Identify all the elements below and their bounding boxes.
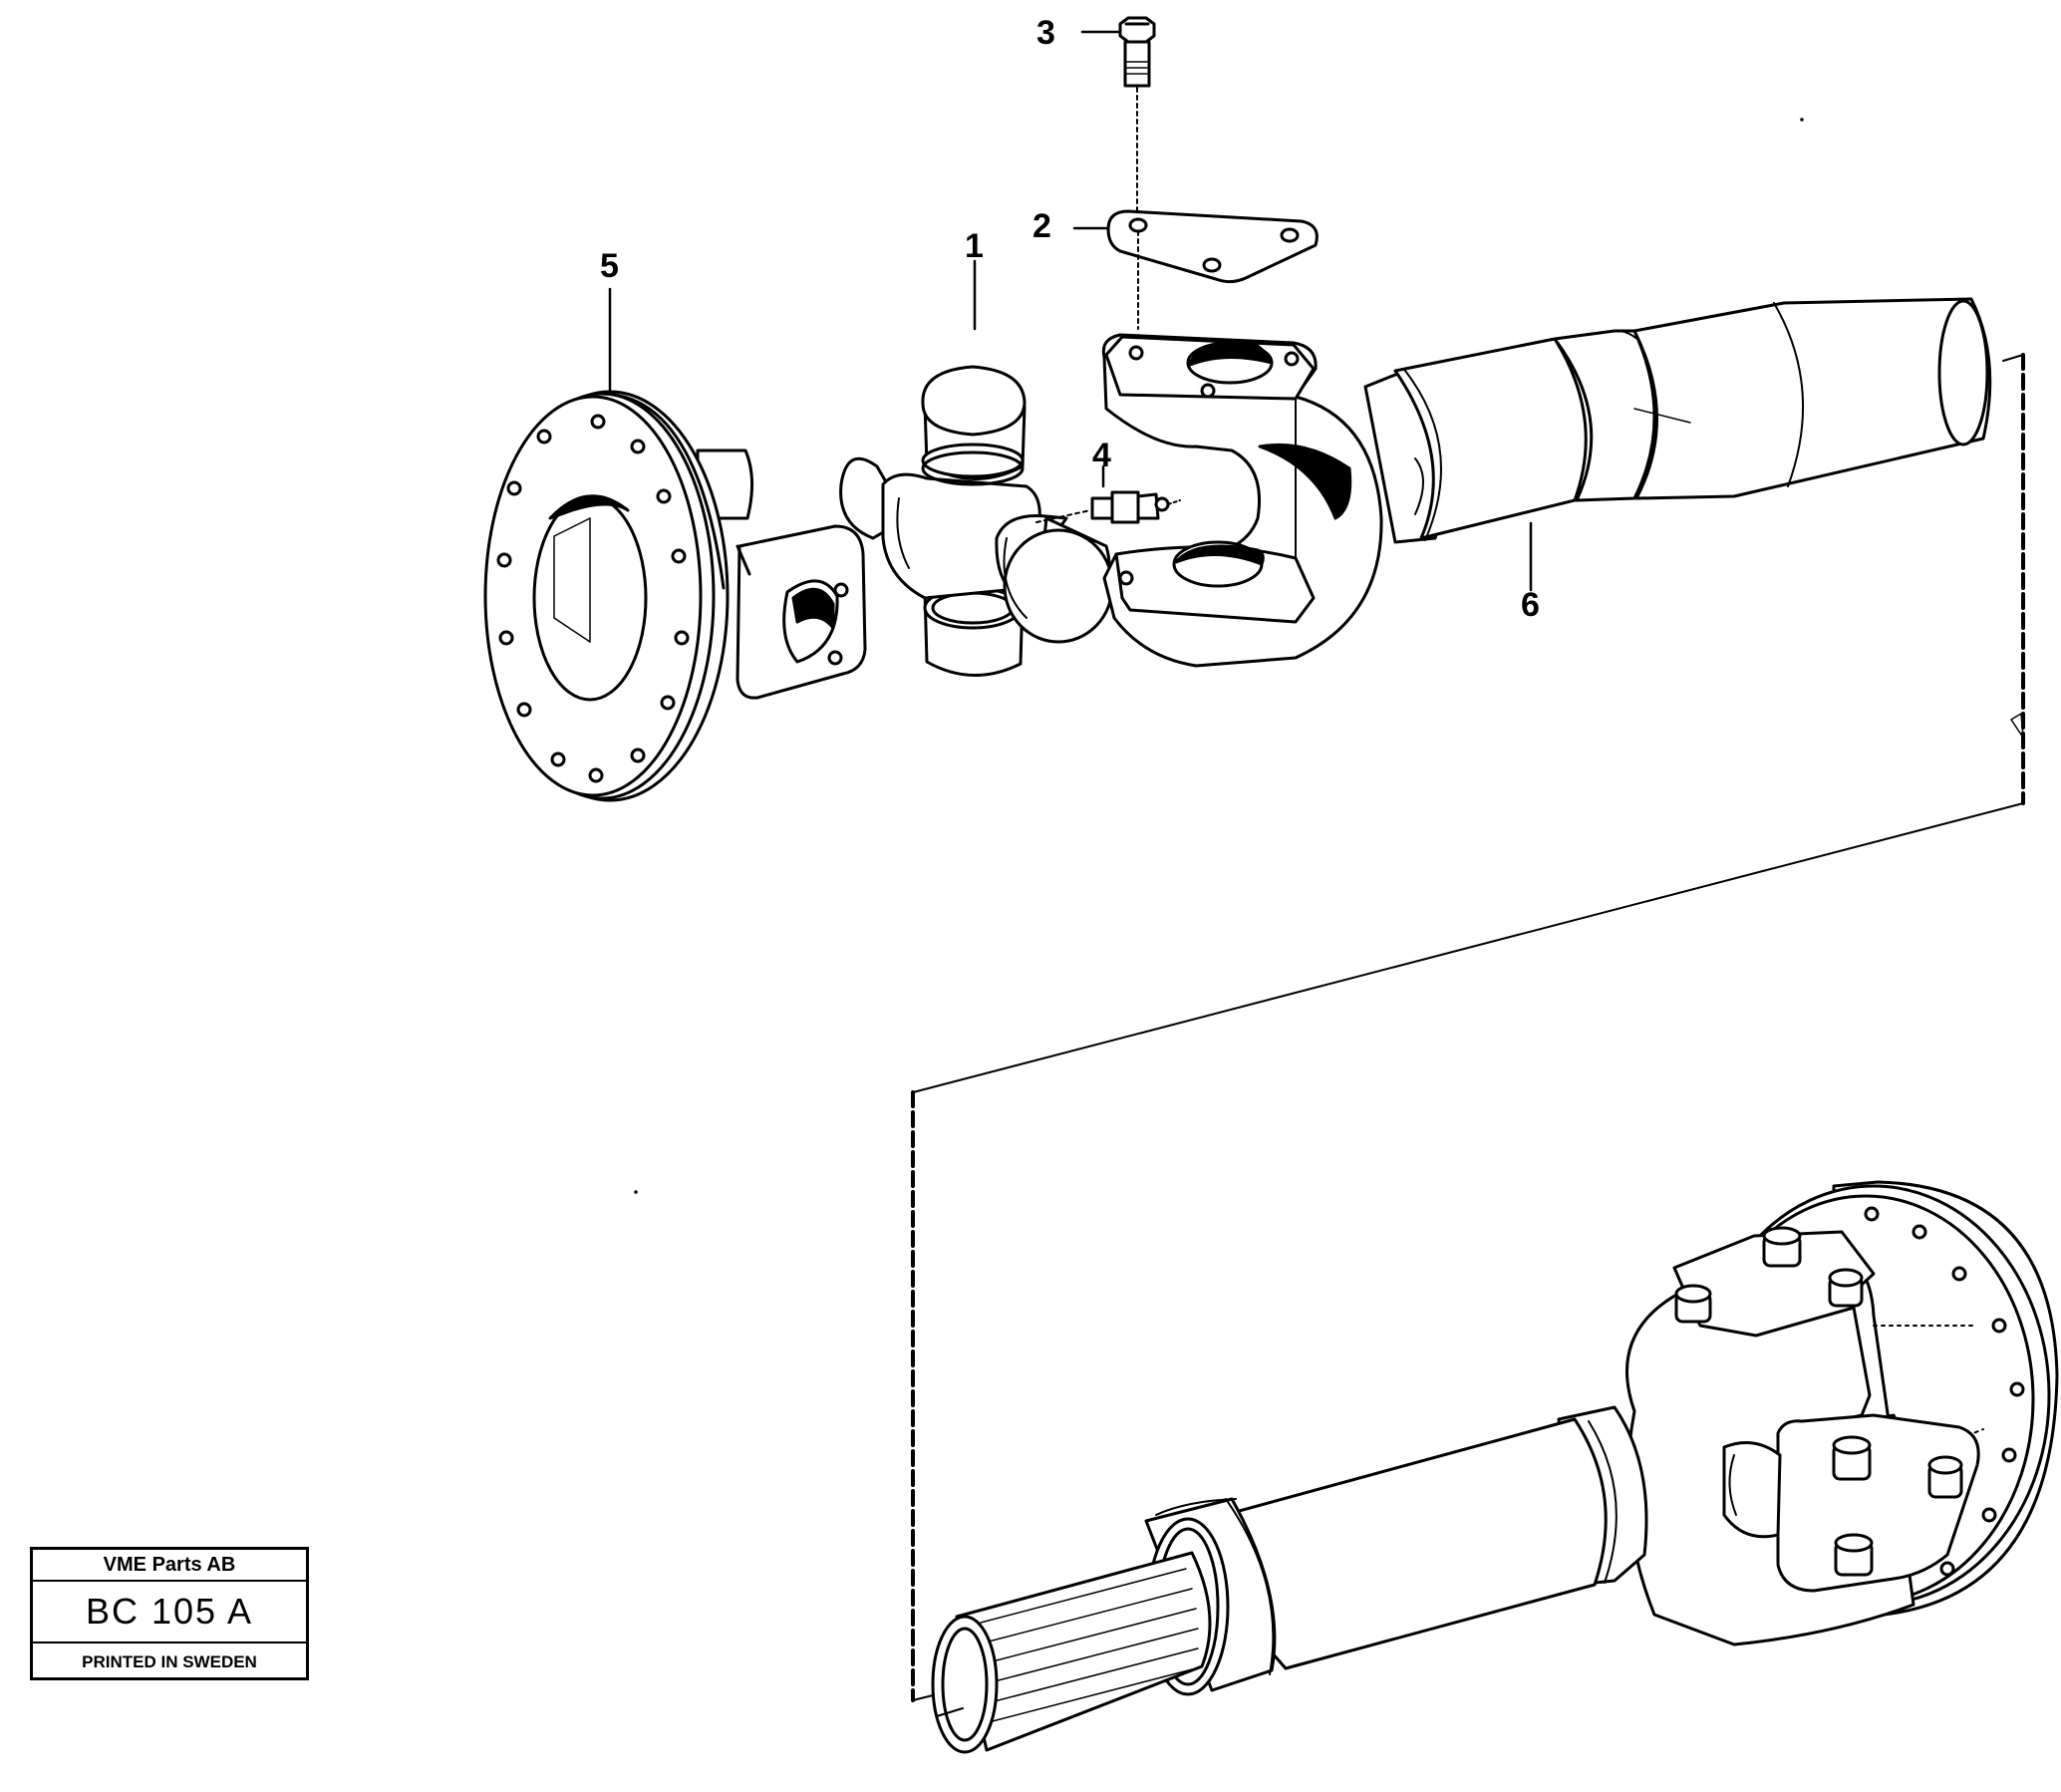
title-block: VME Parts AB BC 105 A PRINTED IN SWEDEN xyxy=(30,1547,309,1680)
shaft-yoke-part-6 xyxy=(1101,297,1992,668)
lock-plate-part-2 xyxy=(1106,209,1319,330)
callout-4: 4 xyxy=(1092,437,1111,474)
callout-1: 1 xyxy=(965,227,984,265)
bolt-part-3 xyxy=(1118,16,1156,218)
leader-lines xyxy=(608,30,1533,592)
universal-joint-cross-part-1 xyxy=(839,365,1114,677)
stray-marks xyxy=(634,118,2024,1194)
callout-2: 2 xyxy=(1032,207,1051,245)
flange-bolt-holes xyxy=(496,414,690,783)
callout-5: 5 xyxy=(600,247,619,285)
flange-yoke-part-5 xyxy=(483,390,867,802)
drawing-code: BC 105 A xyxy=(33,1582,306,1643)
assembled-flange-holes xyxy=(1864,1206,2025,1603)
company-name: VME Parts AB xyxy=(33,1550,306,1582)
grease-nipple-part-4 xyxy=(1035,490,1181,524)
callout-6: 6 xyxy=(1521,586,1540,624)
spline-lines xyxy=(980,1568,1199,1723)
assembled-propeller-shaft xyxy=(931,1180,2059,1754)
printed-in: PRINTED IN SWEDEN xyxy=(82,1652,257,1671)
callout-3: 3 xyxy=(1036,14,1055,52)
